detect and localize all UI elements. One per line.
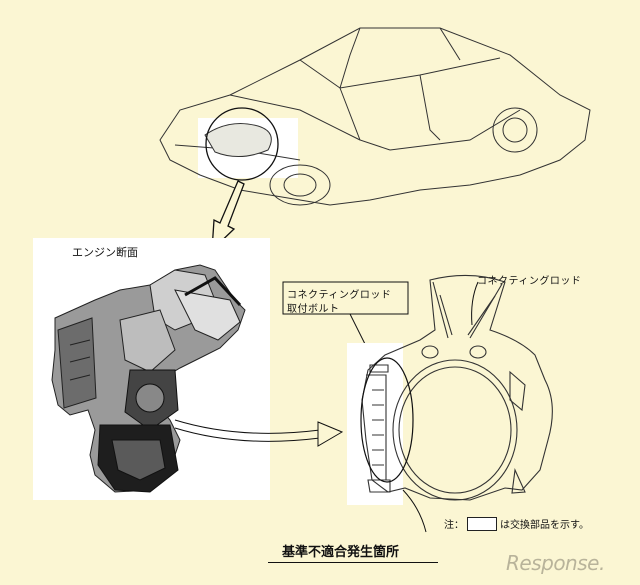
nonconformity-caption: 基準不適合発生箇所 bbox=[282, 545, 400, 560]
connecting-rod-label: コネクティングロッド bbox=[477, 276, 582, 287]
engine-highlight-circle bbox=[205, 107, 279, 181]
bolt-label-box bbox=[282, 281, 409, 315]
rod-leader-line bbox=[471, 281, 479, 326]
engine-section-label: エンジン断面 bbox=[72, 246, 138, 259]
engine-cutaway-illustration bbox=[51, 264, 246, 493]
response-watermark-logo: Response. bbox=[506, 551, 605, 575]
caption-leader-line bbox=[402, 489, 427, 533]
bolt-highlight-ellipse bbox=[360, 357, 414, 483]
note-suffix: は交換部品を示す。 bbox=[500, 520, 589, 531]
engine-section-panel bbox=[33, 238, 270, 500]
bolt-label-line2: 取付ボルト bbox=[287, 304, 340, 315]
legend-note: 注： は交換部品を示す。 bbox=[444, 516, 589, 531]
legend-box-swatch bbox=[467, 516, 497, 531]
caption-underline bbox=[268, 562, 438, 563]
replacement-part-panel bbox=[347, 343, 403, 505]
connecting-rod-illustration bbox=[361, 274, 553, 501]
bolt-label-line1: コネクティングロッド bbox=[287, 290, 392, 301]
arrow-to-connecting-rod bbox=[174, 419, 344, 447]
car-illustration bbox=[159, 27, 591, 206]
note-prefix: 注： bbox=[444, 520, 464, 531]
